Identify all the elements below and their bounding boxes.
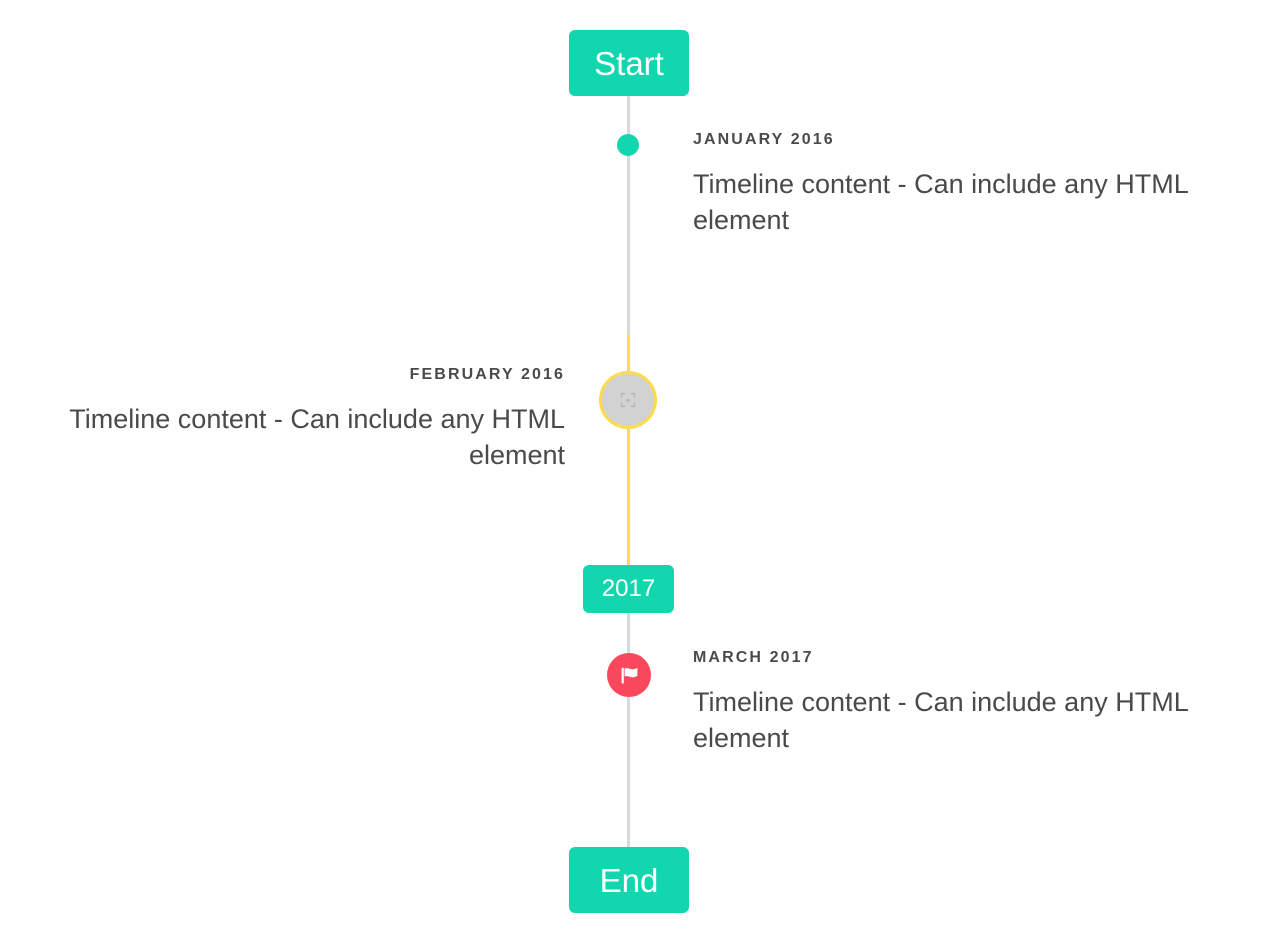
timeline-year-label: 2017 — [601, 575, 656, 602]
timeline-spine-yellow — [627, 335, 630, 565]
timeline-entry-body: Timeline content - Can include any HTML … — [69, 404, 565, 471]
timeline-entry-date: JANUARY 2016 — [693, 131, 835, 148]
timeline-entry-january: JANUARY 2016 Timeline content - Can incl… — [693, 131, 1217, 238]
timeline-entry-date: MARCH 2017 — [693, 649, 814, 666]
timeline-spine-grey-lower — [627, 613, 630, 850]
timeline-start-label: Start — [594, 44, 664, 82]
timeline-marker-flag-circle[interactable] — [607, 653, 651, 697]
timeline-spine-grey-upper — [627, 95, 630, 335]
timeline-entry-march: MARCH 2017 Timeline content - Can includ… — [693, 649, 1217, 756]
timeline-start-badge[interactable]: Start — [569, 30, 689, 96]
timeline-end-badge[interactable]: End — [569, 847, 689, 913]
flag-icon — [619, 665, 640, 686]
timeline-marker-dot[interactable] — [617, 134, 639, 156]
timeline-marker-large-circle[interactable] — [599, 371, 657, 429]
timeline-year-badge-2017[interactable]: 2017 — [583, 565, 674, 613]
timeline-end-label: End — [599, 861, 659, 899]
timeline-entry-date: FEBRUARY 2016 — [409, 366, 565, 383]
broken-image-icon — [620, 392, 636, 408]
timeline-entry-body: Timeline content - Can include any HTML … — [693, 687, 1188, 754]
timeline-entry-february: FEBRUARY 2016 Timeline content - Can inc… — [41, 366, 565, 473]
timeline-entry-body: Timeline content - Can include any HTML … — [693, 169, 1188, 236]
